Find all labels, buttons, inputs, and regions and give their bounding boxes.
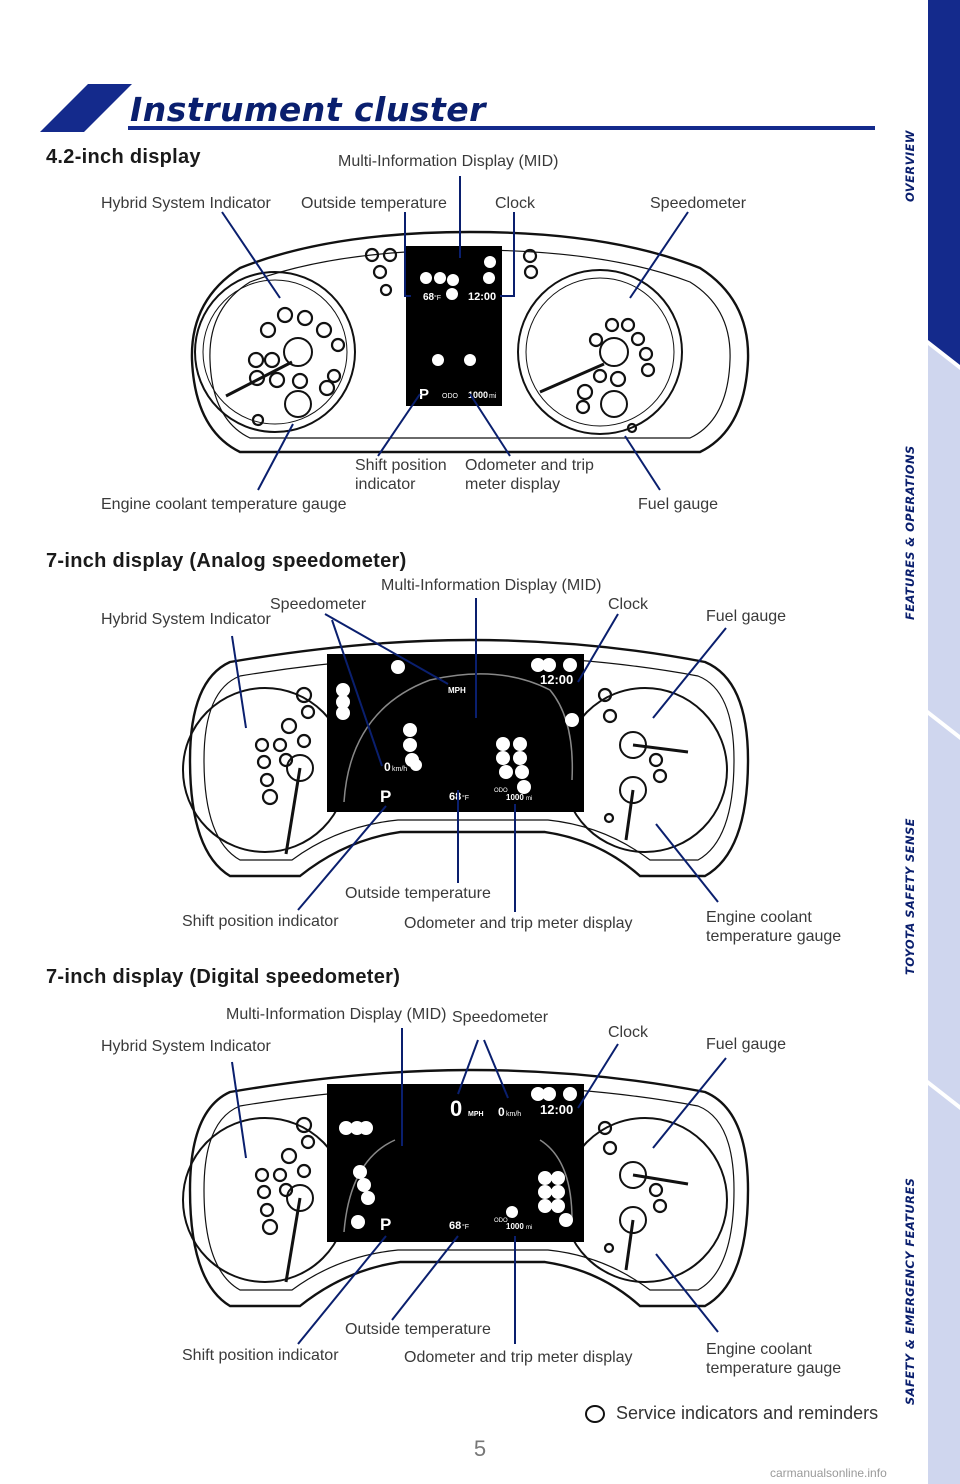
cluster-4-2-inch — [190, 230, 750, 454]
callout-shift-position: Shift position indicator — [182, 1347, 339, 1364]
screen2-temp: 68 — [449, 791, 461, 803]
callout-odo-line2: meter display — [465, 476, 561, 493]
section-heading-7-inch-digital: 7-inch display (Digital speedometer) — [46, 966, 401, 988]
callout-speedometer: Speedometer — [650, 195, 747, 212]
screen2-odo-value: 1000 — [506, 793, 524, 802]
service-indicator-icons-s2 — [254, 686, 668, 824]
legend-text: Service indicators and reminders — [616, 1403, 879, 1423]
screen1-odo-value: 1000 — [468, 390, 488, 400]
callout-speedometer: Speedometer — [270, 596, 367, 613]
callout-clock: Clock — [608, 596, 649, 613]
screen2-mph: MPH — [448, 686, 466, 695]
callout-engine-coolant: Engine coolant temperature gauge — [706, 908, 841, 946]
screen2-shift: P — [380, 787, 391, 806]
screen3-odo-unit: mi — [526, 1225, 532, 1231]
screen3-speed: 0 — [450, 1096, 462, 1121]
callout-outside-temperature: Outside temperature — [301, 195, 447, 212]
screen2-icons — [336, 658, 579, 794]
screen2-odo-unit: mi — [526, 796, 532, 802]
callout-mid: Multi-Information Display (MID) — [226, 1006, 447, 1023]
callout-fuel-gauge: Fuel gauge — [638, 496, 719, 513]
service-indicator-icons-s3 — [254, 1116, 668, 1254]
callout-lines-s1 — [221, 176, 689, 491]
title-banner — [40, 84, 875, 132]
callout-mid: Multi-Information Display (MID) — [381, 577, 602, 594]
callout-odo-line1: Odometer and trip — [465, 457, 594, 474]
screen2-clock: 12:00 — [540, 672, 573, 687]
callout-outside-temperature: Outside temperature — [345, 885, 491, 902]
screen3-shift: P — [380, 1215, 391, 1234]
callout-shift-position: Shift position indicator — [355, 456, 447, 494]
callout-outside-temperature: Outside temperature — [345, 1321, 491, 1338]
callout-fuel-gauge: Fuel gauge — [706, 1036, 787, 1053]
callout-odometer: Odometer and trip meter display — [465, 456, 594, 494]
page-number: 5 — [473, 1436, 487, 1461]
callout-shift-line1: Shift position — [355, 457, 447, 474]
screen3-clock: 12:00 — [540, 1102, 573, 1117]
screen3-icons — [339, 1087, 577, 1229]
screen1-clock: 12:00 — [468, 291, 496, 303]
page-title: Instrument cluster — [130, 90, 486, 129]
screen1-odo-unit: mi — [489, 393, 497, 400]
service-indicator-icons-s1 — [247, 247, 656, 434]
callout-fuel-gauge: Fuel gauge — [706, 608, 787, 625]
screen3-kmh: km/h — [506, 1111, 521, 1118]
callout-lines-s2 — [231, 598, 727, 912]
callout-lines-s3 — [231, 1028, 727, 1345]
section-heading-7-inch-analog: 7-inch display (Analog speedometer) — [46, 550, 407, 572]
screen3-odo-label: ODO — [494, 1218, 508, 1224]
callout-clock: Clock — [608, 1024, 649, 1041]
mid-screen-3 — [327, 1084, 584, 1242]
callout-hybrid-system-indicator: Hybrid System Indicator — [101, 611, 271, 628]
callout-hybrid-system-indicator: Hybrid System Indicator — [101, 195, 271, 212]
service-indicator-legend-icon — [585, 1405, 605, 1423]
callout-mid: Multi-Information Display (MID) — [338, 153, 559, 170]
screen1-temp-unit: °F — [434, 294, 441, 302]
screen1-temp: 68 — [423, 292, 435, 303]
screen2-kmh-zero: 0 — [384, 760, 391, 774]
callout-odometer: Odometer and trip meter display — [404, 915, 633, 932]
screen2-temp-unit: °F — [462, 794, 469, 802]
side-nav — [928, 0, 960, 1484]
callout-clock: Clock — [495, 195, 536, 212]
callout-shift-position: Shift position indicator — [182, 913, 339, 930]
callout-coolant-line1: Engine coolant — [706, 1341, 812, 1358]
watermark: carmanualsonline.info — [770, 1466, 887, 1480]
screen1-icons — [420, 256, 496, 366]
screen3-temp: 68 — [449, 1220, 461, 1232]
screen1-shift: P — [419, 386, 429, 403]
mid-screen-1 — [406, 246, 502, 406]
callout-coolant-line2: temperature gauge — [706, 928, 842, 945]
screen3-temp-unit: °F — [462, 1223, 469, 1231]
callout-odometer: Odometer and trip meter display — [404, 1349, 633, 1366]
screen2-odo-label: ODO — [494, 788, 508, 794]
screen3-odo-value: 1000 — [506, 1222, 524, 1231]
callout-coolant-line1: Engine coolant — [706, 909, 812, 926]
callout-engine-coolant: Engine coolant temperature gauge — [101, 496, 347, 513]
callout-speedometer: Speedometer — [452, 1009, 549, 1026]
callout-engine-coolant: Engine coolant temperature gauge — [706, 1340, 841, 1378]
screen2-kmh: km/h — [392, 766, 407, 773]
callout-coolant-line2: temperature gauge — [706, 1360, 842, 1377]
callout-hybrid-system-indicator: Hybrid System Indicator — [101, 1038, 271, 1055]
screen3-kmh-zero: 0 — [498, 1105, 505, 1119]
callout-shift-line2: indicator — [355, 476, 416, 493]
section-heading-4-2-inch: 4.2-inch display — [46, 146, 201, 168]
screen1-odo-label: ODO — [442, 393, 459, 400]
screen3-mph: MPH — [468, 1111, 484, 1118]
